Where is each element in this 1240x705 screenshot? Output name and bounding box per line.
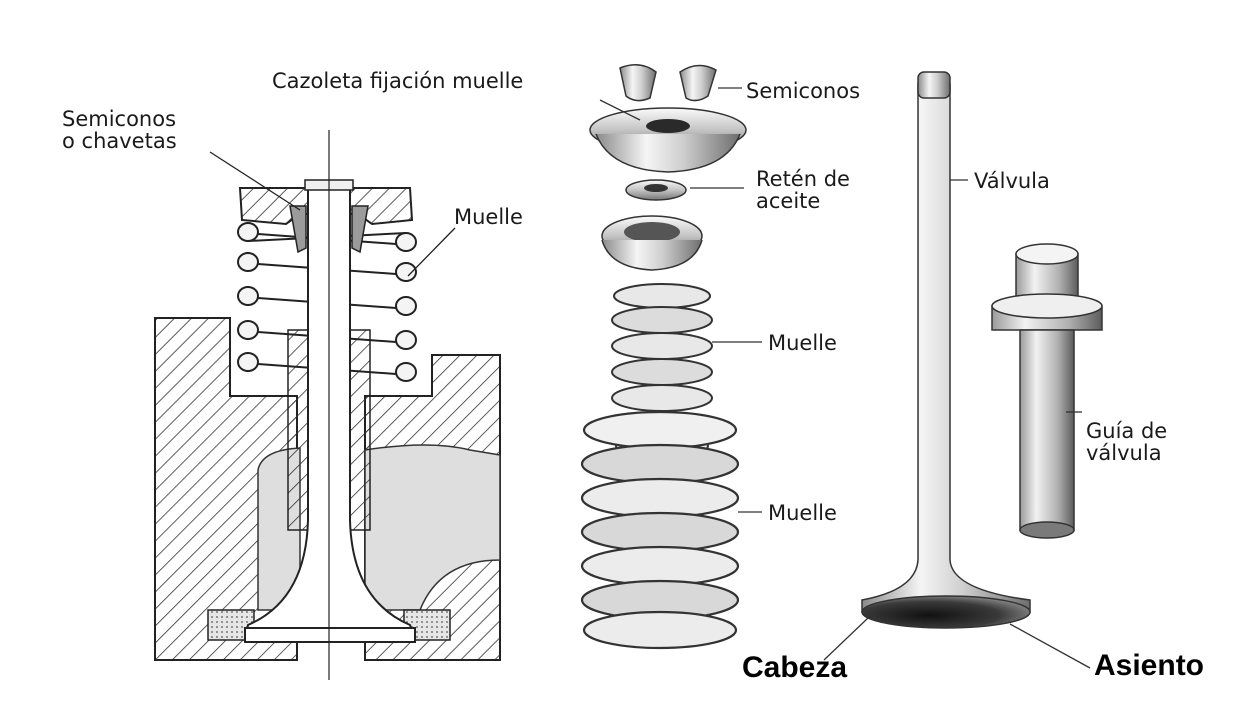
valve-guide-3d	[991, 243, 1103, 539]
label-reten-1: Retén de	[756, 167, 850, 191]
label-muelle-lower: Muelle	[768, 501, 837, 525]
label-reten-2: aceite	[756, 189, 821, 213]
valve-3d	[823, 71, 1091, 669]
valve-stem-3d	[861, 83, 1031, 613]
label-cazoleta: Cazoleta fijación muelle	[272, 69, 524, 93]
section-keeper-left	[289, 205, 307, 254]
section-valve-head	[244, 627, 416, 643]
label-guia-2: válvula	[1086, 441, 1162, 465]
leader-semiconos-chavetas	[209, 151, 301, 211]
label-semiconos: Semiconos	[746, 79, 861, 103]
exploded-components	[580, 64, 762, 650]
label-valvula: Válvula	[974, 169, 1050, 193]
label-muelle-section: Muelle	[454, 205, 523, 229]
label-semiconos-chavetas-1: Semiconos	[62, 107, 177, 131]
label-guia-1: Guía de	[1086, 419, 1168, 443]
label-cabeza: Cabeza	[742, 651, 848, 684]
outer-spring-3d	[580, 410, 740, 650]
leader-muelle-section	[407, 227, 456, 277]
label-semiconos-chavetas-2: o chavetas	[62, 129, 177, 153]
exhaust-port	[364, 444, 501, 611]
keeper-right-3d	[679, 64, 717, 102]
valve-guide-section	[287, 329, 309, 531]
label-muelle-upper: Muelle	[768, 331, 837, 355]
leader-asiento	[1009, 623, 1091, 669]
valve-guide-section-right	[349, 329, 371, 531]
label-asiento: Asiento	[1094, 649, 1205, 682]
leader-cazoleta	[599, 99, 641, 121]
keeper-left-3d	[619, 64, 657, 102]
valve-head-3d	[861, 595, 1031, 629]
section-keeper-right	[351, 205, 369, 254]
leader-cabeza	[823, 617, 869, 661]
cylinder-head-section	[154, 130, 501, 680]
